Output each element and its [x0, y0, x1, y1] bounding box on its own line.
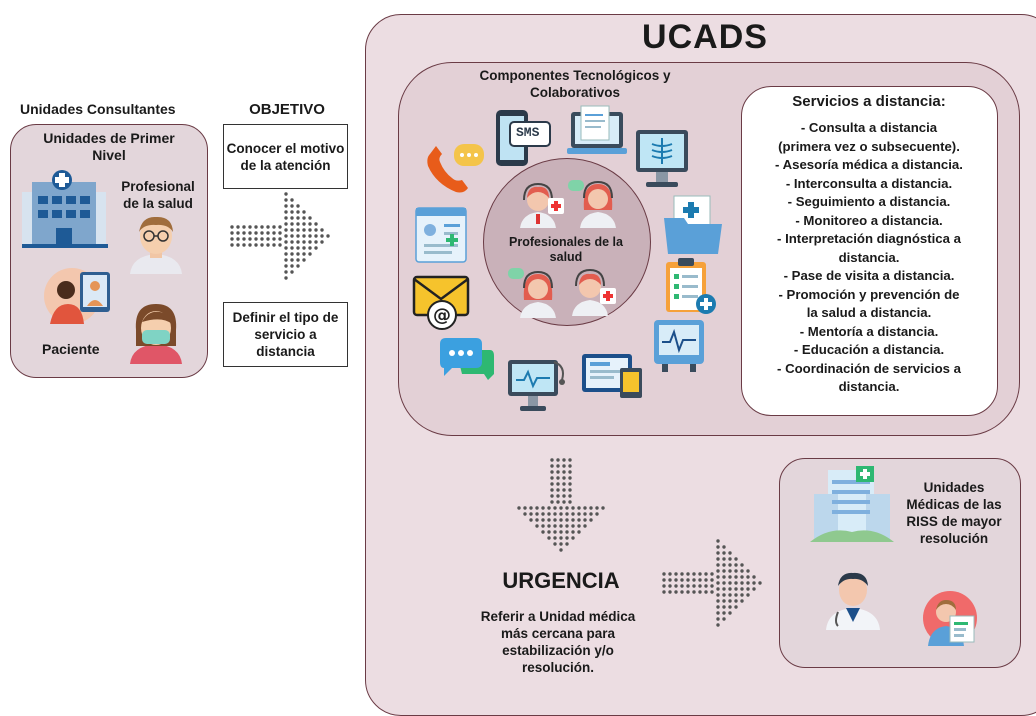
remote-service-line: distancia.: [838, 249, 900, 265]
first-level-units-title: Unidades de Primer Nivel: [43, 130, 175, 163]
professional-headset-icon-1: [516, 182, 560, 228]
xray-monitor-icon: [634, 130, 690, 190]
checklist-clipboard-icon: [664, 258, 720, 316]
computer-screens-icon: [582, 352, 644, 402]
svg-text:@: @: [433, 305, 451, 326]
remote-service-line: - Educación a distancia.: [793, 342, 945, 357]
medical-cross-small-icon-1: [548, 198, 564, 214]
remote-service-line: - Pase de visita a distancia.: [783, 268, 955, 283]
patient-label: Paciente: [42, 341, 100, 357]
remote-services-list: - Consulta a distancia (primera vez o sub…: [745, 119, 993, 397]
urgency-title: URGENCIA: [502, 568, 620, 593]
medical-cross-small-icon-2: [600, 288, 616, 304]
professionals-label: Profesionales de la salud: [509, 235, 623, 264]
remote-service-line: - Mentoría a distancia.: [799, 323, 939, 339]
remote-service-line: - Coordinación de servicios a: [777, 360, 961, 376]
dotted-arrow-objective: [230, 192, 330, 280]
telemedicine-monitor-icon: [506, 356, 566, 414]
riss-units-label: Unidades Médicas de las RISS de mayor re…: [906, 480, 1002, 546]
medical-record-icon: [415, 207, 467, 263]
remote-service-line: distancia.: [838, 379, 900, 394]
ucads-title: UCADS: [642, 18, 768, 56]
phone-call-icon: [424, 142, 486, 194]
objective-box-define-service-text: Definir el tipo de servicio a distancia: [232, 310, 339, 359]
patient-monitor-icon: [650, 320, 708, 376]
remote-service-line: (primera vez o subsecuente).: [778, 138, 960, 154]
professionals-circle: [483, 158, 651, 326]
tech-components-title: Componentes Tecnológicos y Colaborativos: [479, 68, 671, 100]
health-professional-label: Profesional de la salud: [121, 179, 195, 211]
remote-service-line: - Promoción y prevención de: [778, 286, 960, 302]
remote-service-line: - Interconsulta a distancia.: [785, 175, 953, 191]
riss-specialist-icon: [920, 590, 980, 646]
remote-service-line: - Asesoría médica a distancia.: [775, 157, 963, 172]
consulting-units-header: Unidades Consultantes: [20, 101, 176, 117]
remote-services-title: Servicios a distancia:: [792, 93, 946, 110]
riss-doctor-icon: [822, 570, 884, 630]
chat-bubble-small-icon-2: [508, 268, 524, 282]
medical-folder-icon: [664, 195, 722, 254]
sms-phone-icon: SMS: [496, 108, 552, 168]
patient-avatar-icon: [126, 300, 186, 364]
remote-service-line: - Monitoreo a distancia.: [795, 212, 943, 228]
professional-headset-icon-2: [576, 180, 620, 228]
chat-bubble-small-icon-1: [568, 180, 584, 194]
objective-box-define-service: Definir el tipo de servicio a distancia: [223, 302, 348, 367]
urgency-text: Referir a Unidad médica más cercana para…: [480, 609, 636, 675]
online-document-icon: [567, 105, 627, 162]
remote-service-line: - Consulta a distancia: [800, 120, 938, 135]
objective-title: OBJETIVO: [249, 101, 325, 118]
professional-headset-icon-3: [516, 270, 560, 318]
hospital-icon: [22, 170, 108, 250]
objective-box-know-reason: Conocer el motivo de la atención: [223, 124, 348, 189]
doctor-avatar-icon: [126, 212, 186, 274]
sms-text: SMS: [516, 125, 540, 140]
objective-box-know-reason-text: Conocer el motivo de la atención: [226, 140, 345, 173]
remote-service-line: - Seguimiento a distancia.: [787, 194, 951, 209]
remote-service-line: - Interpretación diagnóstica a: [777, 231, 961, 246]
teleconsultation-icon: [44, 262, 112, 326]
remote-service-line: la salud a distancia.: [806, 305, 932, 320]
chat-bubble-icon: [438, 334, 494, 382]
professional-headset-icon-4: [568, 268, 612, 316]
riss-units-panel: [779, 458, 1021, 668]
dotted-arrow-down: [517, 458, 605, 552]
riss-hospital-icon: [810, 466, 894, 542]
email-icon: @: [412, 275, 476, 331]
dotted-arrow-right: [662, 539, 762, 627]
remote-services-panel: [741, 86, 998, 416]
